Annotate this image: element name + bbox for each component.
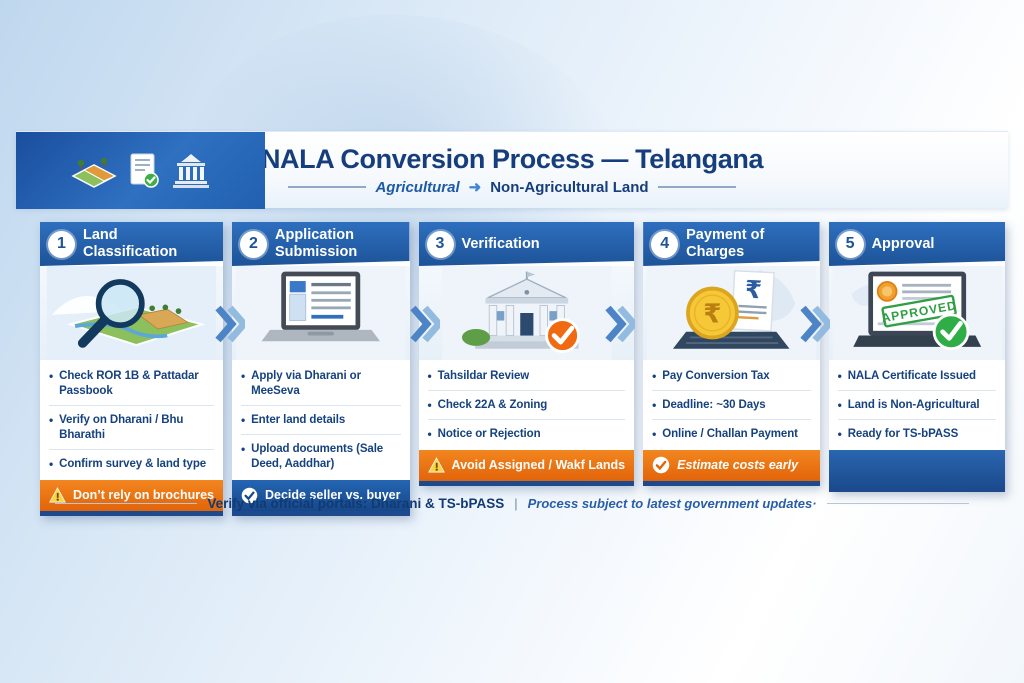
bullet-item: •Deadline: ~30 Days bbox=[652, 391, 811, 420]
bullet-item: •Ready for TS-bPASS bbox=[837, 426, 959, 441]
bullet-dot: • bbox=[241, 412, 246, 427]
bullet-item: •Land is Non-Agricultural bbox=[837, 391, 997, 420]
subtitle-left-rule bbox=[288, 186, 367, 188]
step-arrow-icon bbox=[410, 302, 444, 351]
bullet-dot: • bbox=[837, 426, 842, 441]
step-number-badge: 4 bbox=[651, 231, 678, 258]
bullet-item: •Enter land details bbox=[241, 406, 401, 435]
footer-right-rule bbox=[826, 503, 969, 504]
government-building-illustration bbox=[418, 266, 635, 360]
step-number-badge: 3 bbox=[427, 231, 454, 258]
bullet-item: •NALA Certificate Issued bbox=[837, 362, 997, 391]
step-1-bullets: •Check ROR 1B & Pattadar Passbook •Verif… bbox=[40, 360, 223, 480]
bullet-dot: • bbox=[837, 397, 842, 412]
step-4-bullets: •Pay Conversion Tax •Deadline: ~30 Days … bbox=[643, 360, 819, 450]
bullet-dot: • bbox=[652, 426, 657, 441]
step-4-header: 4 Payment of Charges bbox=[643, 222, 819, 266]
step-5-footer-band bbox=[828, 449, 1006, 487]
warning-triangle-icon bbox=[427, 457, 445, 473]
step-arrow-icon bbox=[215, 302, 249, 351]
bullet-item: •Check 22A & Zoning bbox=[427, 391, 626, 420]
bullet-item: •Notice or Rejection bbox=[427, 426, 541, 441]
bullet-dot: • bbox=[427, 397, 432, 412]
bullet-item: •Verify on Dharani / Bhu Bharathi bbox=[49, 406, 214, 450]
step-title: Verification bbox=[461, 235, 540, 252]
approved-certificate-illustration: APPROVED bbox=[828, 266, 1006, 360]
step-title: Application Submission bbox=[275, 227, 358, 260]
subtitle-right-rule bbox=[657, 186, 736, 188]
page-title: NALA Conversion Process — Telangana bbox=[260, 144, 764, 174]
bullet-item: •Pay Conversion Tax bbox=[652, 362, 811, 391]
rupee-payment-illustration: ₹ ₹ bbox=[643, 266, 820, 360]
step-2-header: 2 Application Submission bbox=[232, 222, 410, 266]
bullet-dot: • bbox=[427, 426, 432, 441]
bullet-dot: • bbox=[652, 397, 657, 412]
step-arrow-icon bbox=[800, 302, 834, 351]
step-card-application-submission: 2 Application Submission •Apply via Dhar… bbox=[232, 222, 410, 516]
step-1-header: 1 Land Classification bbox=[40, 222, 223, 266]
footer-disclaimer-text: Process subject to latest government upd… bbox=[527, 496, 817, 511]
step-number-badge: 1 bbox=[48, 231, 75, 258]
check-circle-icon bbox=[241, 487, 258, 503]
step-3-header: 3 Verification bbox=[419, 222, 635, 266]
step-number-badge: 5 bbox=[837, 231, 864, 258]
step-5-bullets: •NALA Certificate Issued •Land is Non-Ag… bbox=[829, 360, 1005, 450]
laptop-form-illustration bbox=[232, 266, 410, 360]
footer-portals-text: Verify via official portals: Dharani & T… bbox=[207, 496, 505, 511]
government-building-icon bbox=[172, 153, 209, 188]
bullet-item: •Apply via Dharani or MeeSeva bbox=[241, 362, 401, 406]
bullet-dot: • bbox=[49, 412, 54, 427]
header-logo-box bbox=[16, 132, 265, 209]
rupee-symbol: ₹ bbox=[703, 299, 721, 329]
banner-text: Avoid Assigned / Wakf Lands bbox=[451, 458, 626, 473]
step-5-header: 5 Approval bbox=[829, 222, 1005, 266]
banner-text: Estimate costs early bbox=[677, 458, 799, 473]
banner-text: Don’t rely on brochures bbox=[73, 488, 214, 503]
warning-triangle-icon bbox=[49, 487, 66, 503]
rupee-symbol: ₹ bbox=[744, 275, 763, 305]
step-card-payment-of-charges: 4 Payment of Charges ₹ ₹ bbox=[643, 222, 820, 486]
step-title: Payment of Charges bbox=[686, 227, 765, 260]
step-4-tip-banner: Estimate costs early bbox=[643, 449, 820, 481]
subtitle-to: Non-Agricultural Land bbox=[490, 178, 649, 196]
bullet-dot: • bbox=[241, 369, 246, 383]
step-card-approval: 5 Approval APPROVED bbox=[828, 222, 1006, 492]
check-circle-icon bbox=[652, 457, 670, 474]
footer-left-rule bbox=[55, 503, 198, 504]
footer-note: Verify via official portals: Dharani & T… bbox=[0, 496, 1024, 511]
arrow-right-icon: ➜ bbox=[468, 179, 482, 196]
step-card-verification: 3 Verification bbox=[418, 222, 635, 486]
bullet-dot: • bbox=[49, 369, 54, 383]
step-title: Approval bbox=[871, 235, 935, 252]
process-steps-row: 1 Land Classification •Check ROR 1B & Pa… bbox=[40, 222, 1006, 516]
footer-separator: | bbox=[514, 496, 518, 511]
bullet-dot: • bbox=[49, 456, 54, 471]
step-3-warning-banner: Avoid Assigned / Wakf Lands bbox=[418, 449, 635, 481]
step-2-tip-banner: Decide seller vs. buyer bbox=[232, 479, 410, 511]
step-number-badge: 2 bbox=[240, 231, 267, 258]
step-3-bullets: •Tahsildar Review •Check 22A & Zoning •N… bbox=[419, 360, 635, 450]
bullet-dot: • bbox=[427, 369, 432, 383]
land-plot-icon bbox=[70, 157, 117, 188]
bullet-item: •Check ROR 1B & Pattadar Passbook bbox=[49, 362, 214, 406]
bullet-item: •Online / Challan Payment bbox=[652, 426, 798, 441]
bullet-item: •Tahsildar Review bbox=[427, 362, 626, 391]
step-1-warning-banner: Don’t rely on brochures bbox=[40, 479, 223, 511]
step-card-land-classification: 1 Land Classification •Check ROR 1B & Pa… bbox=[40, 222, 223, 516]
bullet-dot: • bbox=[241, 441, 246, 456]
document-check-icon bbox=[130, 153, 159, 188]
banner-text: Decide seller vs. buyer bbox=[265, 488, 401, 503]
step-arrow-icon bbox=[605, 302, 639, 351]
step-title: Land Classification bbox=[83, 227, 178, 260]
step-2-bullets: •Apply via Dharani or MeeSeva •Enter lan… bbox=[232, 360, 410, 480]
subtitle: Agricultural ➜ Non-Agricultural Land bbox=[288, 178, 736, 196]
map-magnifier-illustration bbox=[40, 266, 223, 360]
bullet-item: •Upload documents (Sale Deed, Aaddhar) bbox=[241, 441, 384, 470]
bullet-item: •Confirm survey & land type bbox=[49, 456, 207, 471]
subtitle-from: Agricultural bbox=[375, 178, 460, 196]
header-band: NALA Conversion Process — Telangana Agri… bbox=[16, 131, 1008, 209]
bullet-dot: • bbox=[652, 369, 657, 383]
bullet-dot: • bbox=[837, 369, 842, 383]
